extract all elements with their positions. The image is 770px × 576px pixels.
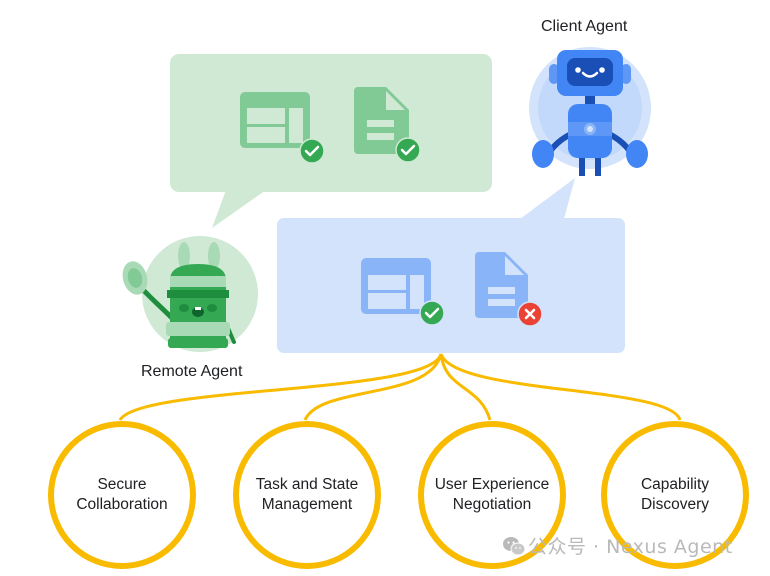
wechat-icon — [503, 537, 526, 556]
client-agent-robot-icon — [529, 47, 651, 176]
capability-line2: Management — [261, 496, 353, 513]
capability-line2: Discovery — [640, 496, 710, 513]
connector-capability — [439, 353, 682, 421]
client-agent-message-bubble — [277, 218, 625, 353]
layout-artifact-icon — [240, 92, 325, 164]
remote-bubble-tail — [212, 190, 266, 228]
layout-artifact-icon — [361, 258, 445, 326]
client-bubble-tail — [520, 178, 575, 219]
connector-task — [303, 353, 443, 421]
capability-line2: Collaboration — [76, 496, 168, 513]
capability-line1: Secure — [97, 476, 147, 493]
check-badge-icon — [395, 137, 421, 163]
capability-line1: Task and State — [255, 476, 359, 493]
remote-agent-robot-icon — [122, 236, 258, 352]
check-badge-icon — [299, 138, 325, 164]
capability-line2: Negotiation — [452, 496, 532, 513]
capability-line1: Capability — [640, 476, 710, 493]
client-agent-label: Client Agent — [541, 18, 628, 35]
connector-secure — [118, 353, 443, 421]
reject-badge-icon — [517, 301, 543, 327]
remote-agent-label: Remote Agent — [141, 363, 243, 380]
document-artifact-icon — [475, 252, 543, 327]
check-badge-icon — [419, 300, 445, 326]
connector-ux — [439, 353, 492, 421]
document-artifact-icon — [354, 87, 421, 163]
watermark-text: 公众号 · Nexus Agent — [528, 536, 733, 558]
remote-agent-message-bubble — [170, 54, 492, 192]
capability-line1: User Experience — [434, 476, 550, 493]
